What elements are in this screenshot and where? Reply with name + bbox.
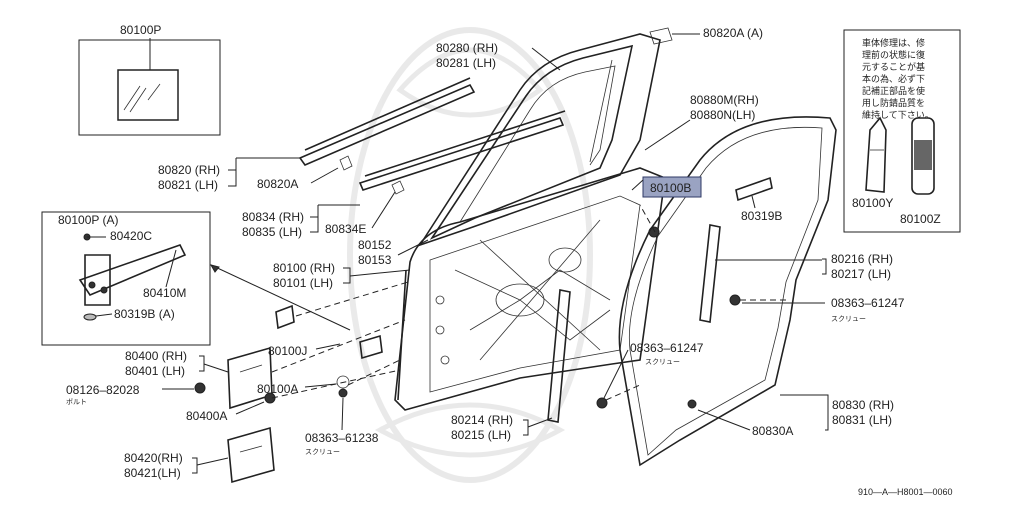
- labels-top: 80280 (RH) 80281 (LH) 80820A (A) 80880M(…: [436, 26, 763, 151]
- tube-icon: [865, 116, 887, 193]
- label-80421[interactable]: 80421(LH): [124, 466, 181, 480]
- label-80100j[interactable]: 80100J: [268, 344, 307, 358]
- labels-right: 80319B 80216 (RH) 80217 (LH) 08363–61247…: [697, 195, 905, 438]
- watermark-logo: [347, 27, 593, 483]
- label-screw-61247-a-kana: スクリュー: [831, 315, 866, 323]
- label-80214[interactable]: 80214 (RH): [451, 413, 513, 427]
- diagram-code: 910—A—H8001—0060: [858, 487, 953, 497]
- labels-bottom: 80100J 80400 (RH) 80401 (LH) 08126–82028…: [66, 341, 704, 480]
- label-80153[interactable]: 80153: [358, 253, 392, 267]
- notice-line-5: 記補正部品を使: [862, 85, 925, 96]
- label-80830[interactable]: 80830 (RH): [832, 398, 894, 412]
- label-80216[interactable]: 80216 (RH): [831, 252, 893, 266]
- run-channels: [547, 224, 721, 423]
- label-80820[interactable]: 80820 (RH): [158, 163, 220, 177]
- label-80821[interactable]: 80821 (LH): [158, 178, 218, 192]
- label-bolt-kana: ボルト: [66, 398, 87, 406]
- label-80880n[interactable]: 80880N(LH): [690, 108, 755, 122]
- notice-line-1: 車体修理は、修: [862, 37, 925, 48]
- label-80100p[interactable]: 80100P: [120, 23, 161, 37]
- notice-line-7: 維持して下さい。: [862, 109, 934, 120]
- label-80820a-a[interactable]: 80820A (A): [703, 26, 763, 40]
- inset-door-check: 80100P (A) 80420C 80410M 80319B (A): [41, 211, 351, 346]
- label-80100a[interactable]: 80100A: [257, 382, 298, 396]
- notice-line-2: 理前の状態に復: [862, 49, 925, 60]
- label-80100z[interactable]: 80100Z: [900, 212, 941, 226]
- notice-line-6: 用し防錆品質を: [862, 97, 925, 108]
- label-80410m[interactable]: 80410M: [143, 286, 186, 300]
- label-screw-61247-a[interactable]: 08363–61247: [831, 296, 905, 310]
- label-bolt-82028[interactable]: 08126–82028: [66, 383, 140, 397]
- label-80401[interactable]: 80401 (LH): [125, 364, 185, 378]
- label-80100y[interactable]: 80100Y: [852, 196, 893, 210]
- label-80830a[interactable]: 80830A: [752, 424, 793, 438]
- label-80217[interactable]: 80217 (LH): [831, 267, 891, 281]
- belt-mouldings: [298, 77, 566, 195]
- label-80400a[interactable]: 80400A: [186, 409, 227, 423]
- label-80281[interactable]: 80281 (LH): [436, 56, 496, 70]
- notice-line-3: 元することが基: [862, 61, 925, 72]
- hinges-hardware: [194, 27, 773, 484]
- door-shell: [394, 167, 666, 411]
- label-screw-61247-b[interactable]: 08363–61247: [630, 341, 704, 355]
- label-80820a[interactable]: 80820A: [257, 177, 298, 191]
- highlight-80100b[interactable]: 80100B: [642, 176, 702, 198]
- label-screw-61247-b-kana: スクリュー: [645, 358, 680, 366]
- label-screw-61238[interactable]: 08363–61238: [305, 431, 379, 445]
- label-80319b[interactable]: 80319B: [741, 209, 782, 223]
- label-80101[interactable]: 80101 (LH): [273, 276, 333, 290]
- label-80834[interactable]: 80834 (RH): [242, 210, 304, 224]
- labels-left: 80820 (RH) 80821 (LH) 80820A 80834 (RH) …: [158, 157, 429, 290]
- label-80880m[interactable]: 80880M(RH): [690, 93, 759, 107]
- label-80834e[interactable]: 80834E: [325, 222, 366, 236]
- label-80215[interactable]: 80215 (LH): [451, 428, 511, 442]
- label-80835[interactable]: 80835 (LH): [242, 225, 302, 239]
- door-weatherstrip: [618, 116, 837, 467]
- label-80100b[interactable]: 80100B: [650, 181, 691, 195]
- label-screw-61238-kana: スクリュー: [305, 448, 340, 456]
- label-80319b-a[interactable]: 80319B (A): [114, 307, 175, 321]
- notice-line-4: 本の為、必ず下: [862, 73, 925, 84]
- label-80280[interactable]: 80280 (RH): [436, 41, 498, 55]
- label-80100[interactable]: 80100 (RH): [273, 261, 335, 275]
- inset-80100p: 80100P: [78, 23, 221, 136]
- label-80152[interactable]: 80152: [358, 238, 392, 252]
- label-80420[interactable]: 80420(RH): [124, 451, 183, 465]
- notice-box: 車体修理は、修 理前の状態に復 元することが基 本の為、必ず下 記補正部品を使 …: [843, 29, 961, 233]
- label-80400[interactable]: 80400 (RH): [125, 349, 187, 363]
- label-80420c[interactable]: 80420C: [110, 229, 152, 243]
- window-frame: [418, 33, 661, 247]
- label-80831[interactable]: 80831 (LH): [832, 413, 892, 427]
- label-80100p-a[interactable]: 80100P (A): [58, 213, 119, 227]
